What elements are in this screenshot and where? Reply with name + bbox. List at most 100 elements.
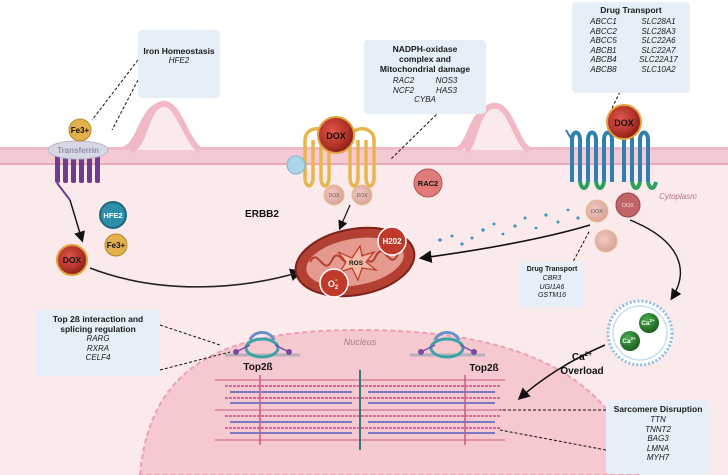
- transport-gene-slc22a17: SLC22A17: [639, 55, 678, 64]
- drug-transport-mid-title: Drug Transport: [526, 266, 578, 273]
- transport-gene-abcb8: ABCB8: [590, 64, 617, 74]
- erbb2-ligand: [286, 155, 306, 175]
- transport-gene-ugi1a6: UGI1A6: [539, 283, 565, 291]
- iron-homeostasis-box: Iron Homeostasis HFE2: [138, 30, 220, 98]
- sarcomere-gene-myh7: MYH7: [646, 453, 670, 462]
- hfe2-label: HFE2: [103, 211, 122, 220]
- top2b-gene-rarg: RARG: [86, 334, 110, 343]
- sarcomere: [215, 370, 505, 450]
- drug-transport-top-title: Drug Transport: [600, 5, 662, 15]
- erbb2-label: ERBB2: [245, 209, 279, 220]
- sarcomere-gene-lmna: LMNA: [646, 443, 670, 453]
- ca-ion-2-label: Ca2+: [622, 336, 636, 345]
- calcium-vesicle: [606, 299, 674, 367]
- ros-label: ROS: [349, 260, 364, 267]
- top2b-gene-celf4: CELF4: [85, 353, 111, 362]
- drug-transport-top-box: Drug Transport ABCC1 SLC28A1 ABCC2 SLC28…: [572, 2, 690, 93]
- arrow-erbb2-to-mito: [338, 204, 351, 231]
- ca-1-sup: 2+: [650, 318, 656, 323]
- fe3-bottom-label: Fe3+: [107, 241, 126, 250]
- transferrin-receptor: [47, 140, 109, 201]
- dox-small-3-label: DOX: [591, 209, 603, 215]
- nadph-box: NADPH-oxidase complex and Mitochondrial …: [364, 40, 486, 114]
- dox-small-4-label: DOX: [622, 203, 634, 209]
- dox-small-2: [351, 184, 373, 206]
- transport-gene-cbr3: CBR3: [542, 275, 562, 282]
- dox-left-label: DOX: [63, 255, 82, 265]
- membrane-bump-left: [128, 100, 202, 153]
- nadph-gene-rac2: RAC2: [392, 76, 415, 85]
- sarcomere-gene-bag3: BAG3: [647, 434, 669, 443]
- dox-small-1: [323, 184, 345, 206]
- drug-transporter: [565, 129, 658, 190]
- fe3-bottom-ion: [104, 233, 128, 257]
- ca-1-text: Ca: [641, 320, 650, 327]
- transport-gene-slc28a1: SLC28A1: [641, 17, 676, 26]
- top2b-left-label: Top2ß: [243, 362, 272, 373]
- top2b-interaction-box: Top 2ß interaction and splicing regulati…: [36, 310, 160, 376]
- dox-right-label: DOX: [614, 118, 634, 128]
- sarcomere-gene-ttn: TTN: [650, 415, 666, 424]
- top2b-title-1: Top 2ß interaction and: [52, 314, 144, 324]
- drug-transport-mid-box: Drug Transport CBR3 UGI1A6 GSTM16: [520, 262, 584, 307]
- dox-right: [606, 104, 642, 140]
- top2b-left-complex: [225, 331, 300, 359]
- nadph-gene-ncf2: NCF2: [393, 85, 414, 95]
- transferrin-label: Transferrin: [57, 146, 99, 155]
- h202-label: H202: [382, 237, 402, 246]
- transport-gene-slc28a3: SLC28A3: [641, 26, 676, 36]
- transport-gene-slc22a7: SLC22A7: [641, 45, 676, 55]
- ca-ion-2: [620, 331, 640, 351]
- arrow-dox-to-mito: [89, 267, 304, 288]
- sarcomere-disruption-box: Sarcomere Disruption TTN TNNT2 BAG3 LMNA…: [606, 400, 710, 474]
- dox-small-2-label: DOX: [357, 193, 369, 199]
- dox-left: [56, 244, 88, 276]
- membrane-bump-right: [463, 102, 531, 153]
- nucleus-label: Nucleus: [344, 337, 377, 347]
- h202-node: [377, 226, 407, 256]
- top2b-right-complex: [410, 331, 485, 359]
- sarcomere-title: Sarcomere Disruption: [613, 404, 703, 414]
- ca-ion-1-label: Ca2+: [641, 318, 655, 327]
- dox-small-4: [615, 192, 641, 218]
- superoxide-o: O: [328, 279, 335, 289]
- superoxide-label: O2-: [328, 277, 339, 291]
- transport-gene-abcc5: ABCC5: [590, 36, 617, 45]
- dox-center-label: DOX: [326, 131, 346, 141]
- superoxide-charge: -: [335, 277, 338, 284]
- nadph-title-3: Mitochondrial damage: [379, 64, 471, 74]
- top2b-right-label: Top2ß: [469, 363, 498, 374]
- iron-homeostasis-title: Iron Homeostasis: [143, 46, 215, 56]
- cytoplasm-label: Cytoplasm: [659, 192, 697, 201]
- transport-gene-abcb1: ABCB1: [590, 45, 617, 55]
- dox-small-1-label: DOX: [329, 193, 341, 199]
- ca-overload-sup: 2+: [585, 351, 593, 358]
- nadph-title-1: NADPH-oxidase: [392, 44, 458, 54]
- ca-ion-1: [639, 313, 659, 333]
- arrow-vesicle-to-sarcomere: [517, 344, 606, 401]
- top2b-gene-rxra: RXRA: [86, 343, 110, 353]
- rac2-label: RAC2: [418, 179, 438, 188]
- transport-gene-gstm16: GSTM16: [537, 292, 566, 299]
- hfe2-node: [99, 201, 127, 229]
- cell-membrane-band: [0, 150, 728, 164]
- nadph-gene-nos3: NOS3: [435, 76, 458, 85]
- transport-gene-abcb4: ABCB4: [590, 55, 617, 64]
- nadph-gene-cyba: CYBA: [414, 95, 436, 104]
- top2b-title-2: splicing regulation: [60, 324, 136, 334]
- fe3-top-label: Fe3+: [71, 126, 90, 135]
- ca-2-text: Ca: [622, 338, 631, 345]
- ca-overload-word: Overload: [560, 366, 603, 377]
- arrow-transporter-to-mito: [418, 224, 591, 264]
- ca-2-sup: 2+: [631, 336, 637, 341]
- transport-gene-abcc2: ABCC2: [590, 26, 617, 36]
- rac2-node: [413, 168, 443, 198]
- dox-small-3: [585, 199, 609, 223]
- sarcomere-gene-tnnt2: TNNT2: [645, 424, 671, 434]
- superoxide-node: [319, 268, 349, 298]
- transport-gene-slc22a6: SLC22A6: [641, 36, 676, 45]
- iron-gene: HFE2: [168, 56, 190, 65]
- transport-gene-abcc1: ABCC1: [590, 17, 617, 26]
